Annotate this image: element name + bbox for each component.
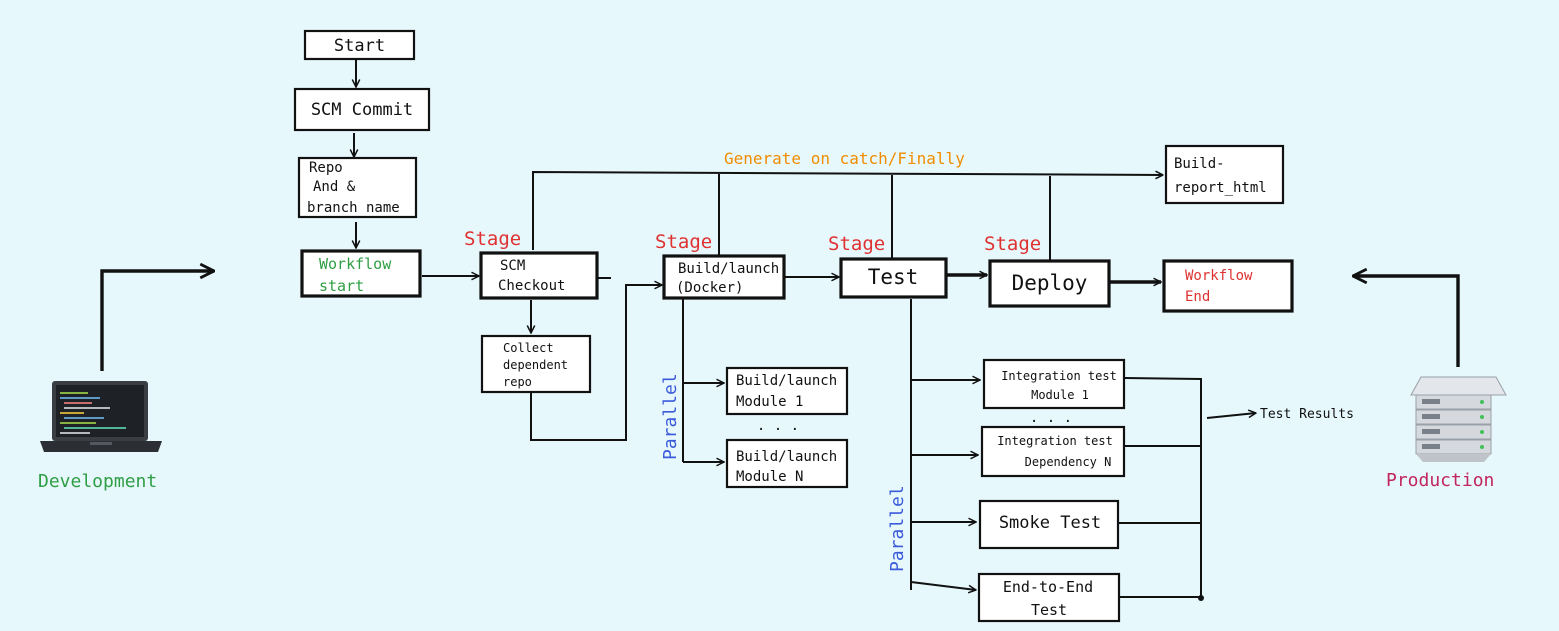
node-build-moduleN-line2: Module N	[736, 469, 803, 485]
node-deploy: Deploy	[988, 259, 1111, 308]
node-collect-line3: repo	[503, 375, 532, 389]
stage-label-checkout: Stage	[464, 228, 521, 250]
node-repo-line3: branch name	[307, 200, 400, 216]
node-scm-checkout: SCM Checkout	[479, 251, 599, 300]
node-build-docker: Build/launch (Docker)	[662, 254, 786, 300]
node-collect-dependent: Collect dependent repo	[480, 334, 592, 394]
node-workflow-start: Workflow start	[300, 249, 422, 298]
generate-label: Generate on catch/Finally	[724, 149, 965, 168]
node-workflow-end-line2: End	[1185, 289, 1210, 305]
line-integration1-results	[1124, 377, 1202, 380]
node-e2e-line2: Test	[1031, 601, 1067, 619]
production-label: Production	[1386, 470, 1494, 491]
node-collect-line2: dependent	[503, 358, 568, 372]
node-repo-branch: Repo And & branch name	[297, 156, 418, 219]
node-end-to-end-test: End-to-End Test	[977, 572, 1121, 623]
node-workflow-start-line1: Workflow	[319, 255, 392, 273]
node-scm-checkout-line1: SCM	[500, 258, 525, 274]
collector-dot	[1198, 595, 1204, 601]
node-workflow-end: Workflow End	[1162, 259, 1294, 313]
arrow-generate-report	[532, 172, 1163, 250]
stage-label-test: Stage	[828, 233, 885, 255]
node-build-report-line2: report_html	[1174, 180, 1267, 196]
stage-label-build: Stage	[655, 231, 712, 253]
node-workflow-start-line2: start	[319, 277, 364, 295]
node-workflow-end-line1: Workflow	[1185, 268, 1253, 284]
node-start-label: Start	[334, 36, 385, 56]
development-label: Development	[38, 471, 157, 492]
node-integrationN-line2: Dependency N	[1025, 455, 1112, 469]
node-smoke-test-label: Smoke Test	[999, 513, 1101, 533]
test-results-label: Test Results	[1260, 407, 1354, 422]
node-test: Test	[839, 257, 948, 299]
integration-ellipsis: . . .	[1030, 410, 1072, 426]
server-icon	[1410, 376, 1507, 462]
node-test-label: Test	[868, 265, 919, 289]
arrow-collect-to-build	[530, 285, 662, 441]
node-build-report: Build- report_html	[1164, 144, 1285, 205]
node-start: Start	[303, 29, 416, 61]
node-build-module1: Build/launch Module 1	[725, 366, 849, 416]
node-build-docker-line2: (Docker)	[676, 280, 743, 296]
node-integrationN-line1: Integration test	[997, 434, 1113, 448]
node-scm-commit-label: SCM Commit	[311, 100, 413, 120]
node-integration-test-n: Integration test Dependency N	[980, 425, 1126, 478]
node-build-moduleN: Build/launch Module N	[725, 438, 849, 489]
node-build-module1-line1: Build/launch	[736, 373, 837, 389]
node-integration-test-1: Integration test Module 1	[982, 358, 1126, 410]
arrow-production	[1353, 276, 1460, 367]
connectors	[100, 60, 1460, 601]
node-smoke-test: Smoke Test	[978, 499, 1120, 550]
node-e2e-line1: End-to-End	[1003, 578, 1093, 596]
node-build-moduleN-line1: Build/launch	[736, 449, 837, 465]
stage-label-deploy: Stage	[984, 233, 1041, 255]
node-scm-checkout-line2: Checkout	[498, 278, 565, 294]
node-integration1-line2: Module 1	[1031, 388, 1089, 402]
parallel-label-test: Parallel	[887, 485, 908, 572]
node-build-docker-line1: Build/launch	[678, 261, 779, 277]
parallel-label-build: Parallel	[660, 373, 681, 460]
arrow-to-e2e	[910, 581, 976, 590]
node-repo-line2: And &	[313, 179, 356, 195]
node-build-report-line1: Build-	[1174, 156, 1225, 172]
node-repo-line1: Repo	[309, 160, 343, 176]
node-scm-commit: SCM Commit	[293, 87, 431, 132]
laptop-icon	[40, 381, 162, 452]
node-integration1-line1: Integration test	[1001, 369, 1117, 383]
build-modules-ellipsis: . . .	[757, 418, 799, 434]
arrow-to-test-results	[1206, 413, 1256, 419]
node-deploy-label: Deploy	[1012, 271, 1088, 295]
arrow-development	[100, 271, 214, 371]
node-build-module1-line2: Module 1	[736, 394, 803, 410]
node-collect-line1: Collect	[503, 341, 554, 355]
